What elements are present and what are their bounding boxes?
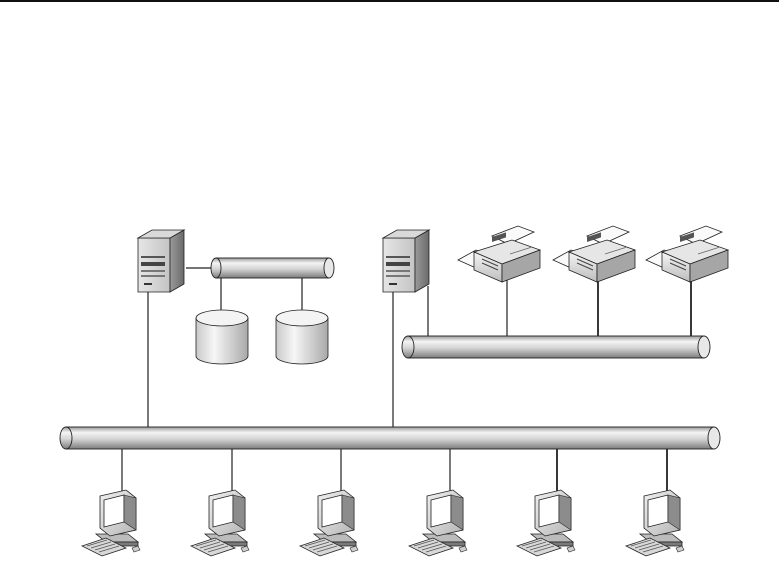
printer-bus xyxy=(402,336,710,358)
workstation-icon xyxy=(191,490,249,556)
workstation-icon xyxy=(82,490,140,556)
workstation-icon xyxy=(300,490,358,556)
server-tower-icon xyxy=(138,230,184,292)
printer-icon xyxy=(553,226,635,282)
connections xyxy=(122,268,691,492)
workstation-icon xyxy=(626,490,684,556)
disk-cylinder-icon xyxy=(276,310,328,364)
storage-bus xyxy=(211,258,334,278)
disk-cylinder-icon xyxy=(196,310,248,364)
server-tower-icon xyxy=(383,230,429,292)
printer-icon xyxy=(646,226,728,282)
workstation-icon xyxy=(517,490,575,556)
main-bus xyxy=(60,427,720,449)
printer-icon xyxy=(458,226,540,282)
workstation-icon xyxy=(409,490,467,556)
